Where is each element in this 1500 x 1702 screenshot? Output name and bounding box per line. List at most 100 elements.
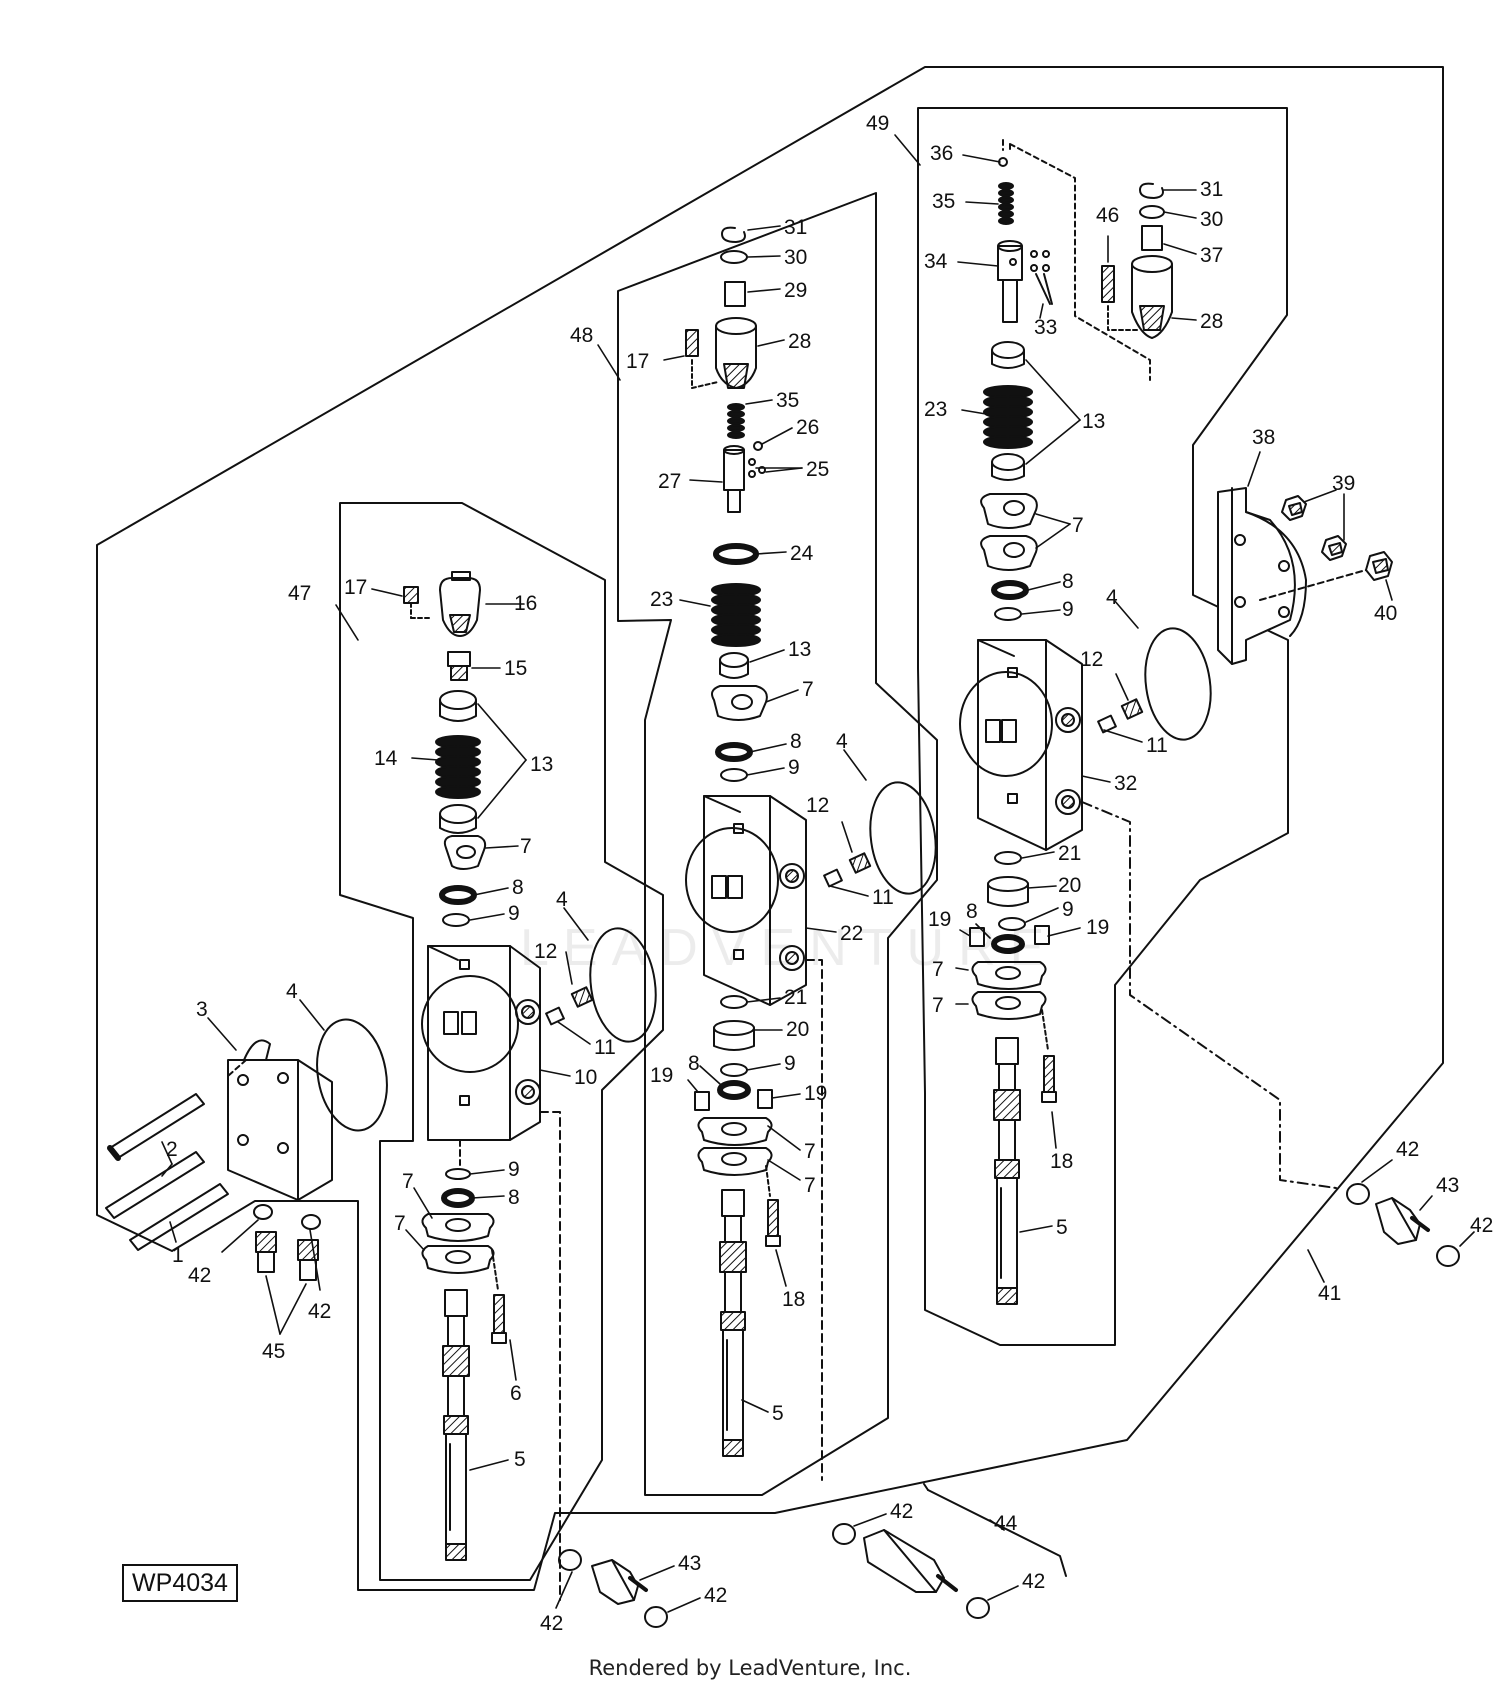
part-screw-6 <box>491 1249 507 1344</box>
callout-19-right-a: 19 <box>928 908 951 931</box>
part-spool-5-mid <box>719 1189 747 1457</box>
part-bolt-17-mid <box>685 329 719 389</box>
part-spring-14 <box>435 735 481 799</box>
callout-labels: 47 48 49 41 17 16 15 14 13 7 8 9 12 11 4… <box>166 112 1493 1635</box>
part-washer-30-right <box>1139 205 1165 219</box>
callout-42-cart-a: 42 <box>890 1500 913 1523</box>
callout-42-right-b: 42 <box>1470 1214 1493 1237</box>
callout-27: 27 <box>658 470 681 493</box>
callout-4-side: 4 <box>286 980 298 1003</box>
callout-17-left: 17 <box>344 576 367 599</box>
callout-5-right: 5 <box>1056 1216 1068 1239</box>
part-retainer-13-upper-left <box>439 690 477 710</box>
part-housing-28-mid <box>715 317 757 389</box>
part-seal-8-right <box>991 580 1029 600</box>
callout-34: 34 <box>924 250 948 273</box>
callout-7-left: 7 <box>520 835 532 858</box>
part-oring-21-mid <box>720 995 748 1009</box>
callout-20-mid: 20 <box>786 1018 809 1041</box>
callout-7-left-b: 7 <box>394 1212 406 1235</box>
part-spring-35-mid <box>727 403 745 439</box>
part-oring-9-left <box>442 913 470 927</box>
part-sleeve-20-mid <box>713 1020 755 1051</box>
callout-11-right: 11 <box>1146 734 1168 757</box>
part-spring-12-mid <box>848 852 872 874</box>
callout-42-side-b: 42 <box>308 1300 331 1323</box>
callout-11-left: 11 <box>594 1036 616 1059</box>
callout-7-mid-b: 7 <box>804 1174 816 1197</box>
callout-12-mid: 12 <box>806 794 829 817</box>
callout-18-mid: 18 <box>782 1288 805 1311</box>
part-retainer-13-right-top <box>991 341 1025 369</box>
callout-8-right-lower: 8 <box>966 900 978 923</box>
callout-8-left-lower: 8 <box>508 1186 520 1209</box>
part-snap-ring-31-mid <box>721 226 746 243</box>
part-relief-valve-43-bottom <box>591 1559 648 1605</box>
part-oring-42-bottom-b <box>644 1606 668 1628</box>
part-seal-8-mid <box>715 742 753 762</box>
part-oring-4-left <box>589 927 657 1043</box>
part-ball-26 <box>753 441 763 451</box>
part-bushing-29-mid <box>724 281 746 307</box>
part-valve-body-32 <box>959 639 1083 851</box>
part-plug-11-right <box>1097 714 1117 734</box>
part-screw-18-mid <box>765 1165 781 1247</box>
part-seal-8-mid-lower <box>717 1080 751 1100</box>
part-bushing-37 <box>1141 225 1163 251</box>
callout-32: 32 <box>1114 772 1137 795</box>
part-retainer-13-right-bottom <box>991 453 1025 481</box>
part-pin-19-mid-a <box>694 1091 710 1111</box>
callout-46: 46 <box>1096 204 1119 227</box>
callout-17-mid: 17 <box>626 350 649 373</box>
part-housing-28-right <box>1131 255 1173 339</box>
part-pin-19-mid-b <box>757 1089 773 1109</box>
callout-4-mid: 4 <box>836 730 848 753</box>
callout-5-mid: 5 <box>772 1402 784 1425</box>
callout-30-mid: 30 <box>784 246 807 269</box>
callout-42-bottom-b: 42 <box>704 1584 727 1607</box>
callout-26: 26 <box>796 416 819 439</box>
section-49-boundary <box>917 107 1289 1346</box>
callout-12-right: 12 <box>1080 648 1103 671</box>
part-flange-7-right-d <box>971 991 1047 1020</box>
callout-9-mid-lower: 9 <box>784 1052 796 1075</box>
part-spring-12-right <box>1120 698 1144 720</box>
part-bolt-46 <box>1101 265 1141 331</box>
part-relief-valve-43-right <box>1375 1197 1430 1245</box>
part-washer-30-mid <box>720 250 748 264</box>
callout-7-mid: 7 <box>802 678 814 701</box>
callout-12-left: 12 <box>534 940 557 963</box>
callout-8-mid-lower: 8 <box>688 1052 700 1075</box>
callout-16: 16 <box>514 592 537 615</box>
part-nut-40 <box>1365 551 1393 581</box>
part-nut-39-b <box>1321 535 1347 561</box>
callout-36: 36 <box>930 142 953 165</box>
part-flange-7-left-a <box>421 1213 495 1242</box>
part-balls-25 <box>748 458 766 478</box>
part-oring-9-right-lower <box>998 917 1026 931</box>
callout-7-right-a: 7 <box>932 958 944 981</box>
callout-23-mid: 23 <box>650 588 673 611</box>
callout-31-right: 31 <box>1200 178 1223 201</box>
part-rod-1b <box>129 1183 229 1251</box>
callout-29: 29 <box>784 279 807 302</box>
callout-40: 40 <box>1374 602 1397 625</box>
part-oring-42-right-a <box>1346 1183 1370 1205</box>
part-snap-ring-31-right <box>1139 182 1164 199</box>
part-seal-8-left <box>439 885 477 905</box>
part-plunger-27 <box>723 445 745 513</box>
callout-2: 2 <box>166 1138 178 1161</box>
dash-cover-bolts <box>1259 569 1367 601</box>
part-oring-42-side-a <box>253 1204 273 1220</box>
part-oring-4-mid <box>869 781 937 895</box>
part-spring-23-mid <box>711 583 761 647</box>
callout-23-right: 23 <box>924 398 947 421</box>
section-48-boundary <box>617 192 938 1496</box>
callout-47: 47 <box>288 582 311 605</box>
callout-14: 14 <box>374 747 398 770</box>
callout-30-right: 30 <box>1200 208 1223 231</box>
part-sleeve-20-right <box>987 876 1029 907</box>
callout-5-left: 5 <box>514 1448 526 1471</box>
callout-49: 49 <box>866 112 889 135</box>
callout-31-mid: 31 <box>784 216 807 239</box>
